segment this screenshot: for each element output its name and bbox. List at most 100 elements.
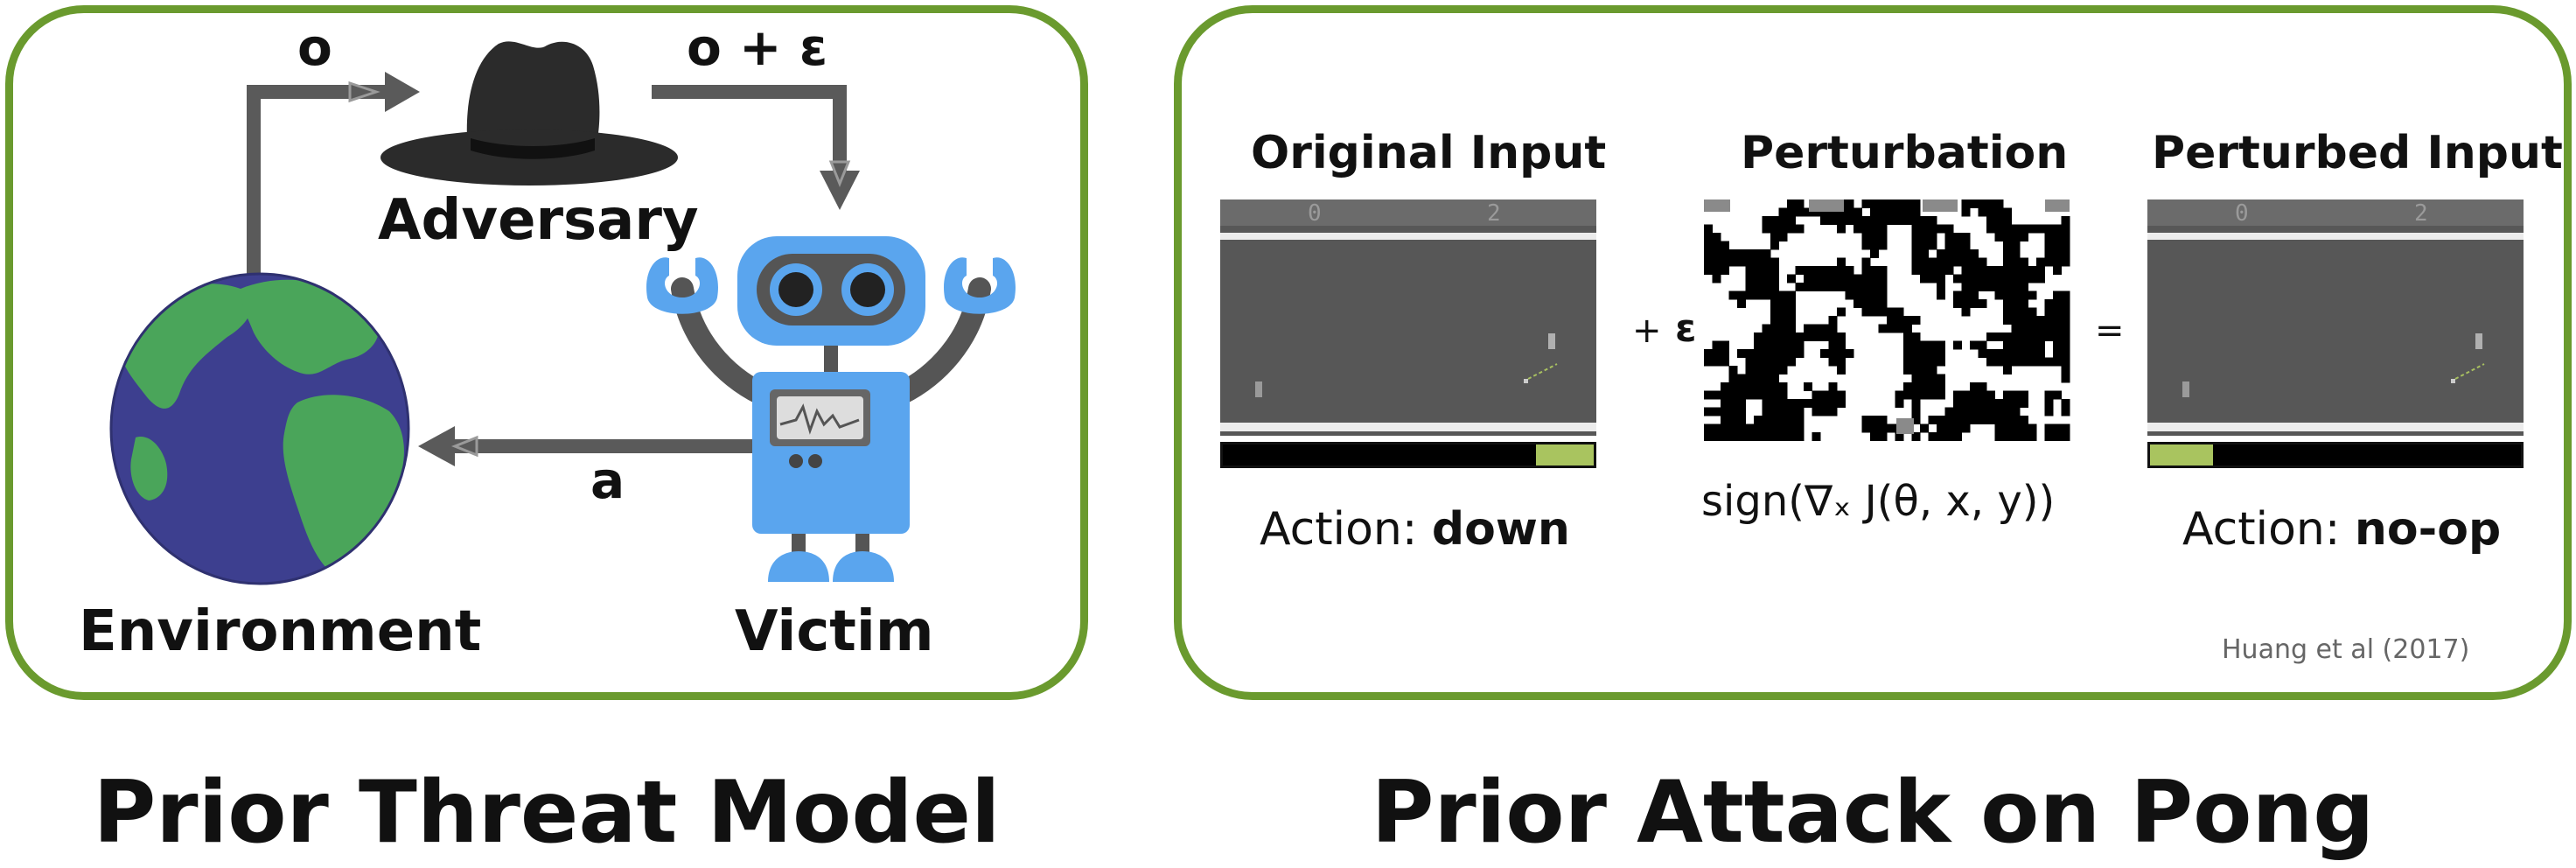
- noise-pixel: [1737, 432, 1746, 441]
- perturbation-noise: [1704, 200, 2070, 441]
- noise-pixel: [1861, 233, 1871, 242]
- noise-pixel: [1837, 399, 1846, 408]
- victim-label: Victim: [735, 599, 934, 664]
- noise-pixel: [2053, 307, 2062, 317]
- noise-pixel: [1870, 249, 1879, 258]
- noise-pixel: [1712, 257, 1721, 267]
- noise-pixel: [2061, 357, 2070, 367]
- noise-pixel: [1762, 399, 1771, 408]
- noise-pixel: [1745, 366, 1755, 374]
- noise-pixel: [1986, 332, 1995, 341]
- noise-pixel: [1778, 349, 1788, 358]
- noise-pixel: [2003, 274, 2012, 284]
- noise-pixel: [1870, 424, 1879, 433]
- noise-pixel: [1820, 216, 1829, 225]
- noise-pixel: [2044, 316, 2054, 325]
- noise-pixel: [1961, 249, 1971, 258]
- noise-pixel: [1754, 340, 1763, 350]
- noise-pixel: [1903, 357, 1912, 367]
- noise-pixel: [1804, 332, 1812, 341]
- noise-pixel: [1704, 233, 1713, 242]
- noise-pixel: [1728, 366, 1738, 374]
- noise-pixel: [2061, 216, 2070, 225]
- noise-pixel: [1861, 299, 1871, 308]
- noise-pixel: [1762, 224, 1771, 234]
- noise-pixel: [1928, 266, 1937, 275]
- noise-pixel: [1778, 224, 1788, 234]
- noise-pixel: [1754, 349, 1763, 358]
- noise-pixel: [1778, 424, 1788, 433]
- noise-pixel: [1770, 416, 1779, 424]
- noise-pixel: [1770, 257, 1779, 267]
- noise-pixel: [1754, 424, 1763, 433]
- noise-pixel: [1994, 224, 2004, 234]
- noise-pixel: [1812, 283, 1821, 291]
- noise-pixel: [2053, 424, 2062, 433]
- robot-icon: [646, 236, 1016, 582]
- noise-pixel: [2028, 274, 2037, 284]
- noise-pixel: [1837, 266, 1846, 275]
- noise-pixel: [1861, 424, 1871, 433]
- noise-pixel: [1787, 357, 1796, 367]
- noise-pixel: [1953, 299, 1962, 308]
- noise-pixel: [1795, 332, 1805, 341]
- noise-pixel: [2003, 316, 2012, 325]
- noise-pixel: [1994, 399, 2004, 408]
- noise-pixel: [2003, 399, 2012, 408]
- noise-pixel: [1828, 332, 1838, 341]
- noise-pixel: [1762, 274, 1771, 284]
- noise-pixel: [1920, 382, 1929, 391]
- noise-pixel: [1721, 257, 1729, 267]
- noise-pixel: [1978, 416, 1987, 424]
- noise-pixel: [1937, 390, 1945, 400]
- noise-pixel: [1704, 257, 1713, 267]
- noise-pixel: [1795, 399, 1805, 408]
- noise-pixel: [1770, 424, 1779, 433]
- noise-pixel: [1961, 241, 1971, 250]
- noise-pixel: [2044, 241, 2054, 250]
- noise-pixel: [1762, 332, 1771, 341]
- noise-pixel: [2020, 274, 2028, 284]
- noise-pixel: [2003, 416, 2012, 424]
- noise-pixel: [1920, 241, 1929, 250]
- noise-pixel: [1986, 224, 1995, 234]
- noise-pixel: [1728, 374, 1738, 383]
- noise-pixel: [1920, 340, 1929, 350]
- noise-pixel: [1986, 349, 1995, 358]
- noise-pixel: [1994, 216, 2004, 225]
- noise-pixel: [1870, 307, 1879, 317]
- noise-pixel: [1911, 224, 1921, 234]
- noise-pixel: [1920, 224, 1929, 234]
- environment-label: Environment: [79, 599, 482, 664]
- noise-pixel: [1754, 290, 1763, 300]
- pong-attack-caption: Prior Attack on Pong: [1371, 763, 2375, 863]
- noise-pixel: [1820, 266, 1829, 275]
- noise-pixel: [2020, 224, 2028, 234]
- noise-pixel: [2053, 432, 2062, 441]
- noise-pixel: [1828, 207, 1838, 217]
- noise-pixel: [1787, 207, 1796, 217]
- noise-pixel: [1770, 390, 1779, 400]
- noise-pixel: [1712, 407, 1721, 416]
- noise-pixel: [1828, 283, 1838, 291]
- noise-pixel: [1878, 324, 1888, 333]
- noise-pixel: [1944, 257, 1954, 267]
- noise-pixel: [2011, 416, 2021, 424]
- noise-pixel: [1770, 299, 1779, 308]
- noise-pixel: [1770, 233, 1779, 242]
- noise-pixel: [1828, 357, 1838, 367]
- noise-pixel: [1928, 357, 1937, 367]
- noise-pixel: [1737, 299, 1746, 308]
- noise-pixel: [1837, 357, 1846, 367]
- noise-pixel: [1712, 424, 1721, 433]
- noise-pixel: [1870, 416, 1879, 424]
- noise-pixel: [1994, 416, 2004, 424]
- noise-pixel: [1994, 290, 2004, 300]
- noise-pixel: [2020, 283, 2028, 291]
- noise-pixel: [1994, 274, 2004, 284]
- noise-pixel: [1911, 200, 1921, 208]
- noise-pixel: [1704, 241, 1713, 250]
- noise-pixel: [2061, 224, 2070, 234]
- noise-pixel: [1845, 207, 1854, 217]
- noise-pixel: [2036, 324, 2045, 333]
